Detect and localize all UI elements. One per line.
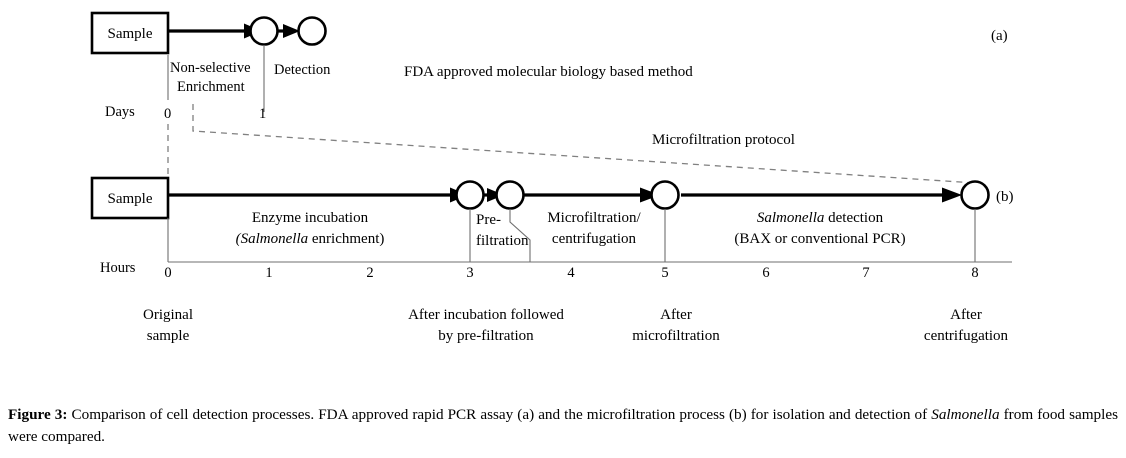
sample-point-3-line1: After [660,307,692,323]
panel-b-axis-tick-3: 3 [466,265,473,281]
panel-a-axis-tick-1: 1 [259,106,266,122]
panel-b-step-1-organism: (Salmonella [236,231,309,247]
panel-b-sample-box-label: Sample [108,191,153,207]
sample-point-4-line1: After [950,307,982,323]
panel-b-node-microfiltration [650,180,680,210]
panel-b-sample-box: Sample [90,176,170,220]
dashed-connector-protocol [192,104,976,184]
panel-a-axis-unit-label: Days [105,104,135,120]
protocol-title: Microfiltration protocol [652,132,795,148]
panel-b-axis-unit-label: Hours [100,260,136,276]
panel-b-step-4-line2: (BAX or conventional PCR) [734,231,905,247]
panel-a-step-2-label: Detection [274,62,331,78]
panel-b-step-3-line2: centrifugation [552,231,637,247]
connector-dashed-lines: Microfiltration protocol [167,104,976,188]
sample-point-4-line2: centrifugation [924,328,1009,344]
panel-b-step-4-line1: Salmonella detection [757,210,884,226]
panel-b-axis-tick-4: 4 [567,265,575,281]
panel-b-axis-tick-0: 0 [164,265,171,281]
panel-a-step-1-label-line2: Enrichment [177,79,245,95]
panel-b-step-1-line2: (Salmonella enrichment) [236,231,385,247]
panel-b-axis-tick-2: 2 [366,265,373,281]
panel-a-sample-box: Sample [90,11,170,55]
figure-caption-text-2: from food samples were compared. [8,406,1119,446]
panel-b-leader-3-6 [509,209,531,262]
process-comparison-diagram: Sample Non-selective Enrichment Detectio… [90,11,1014,344]
sample-point-1-line2: sample [147,328,190,344]
panel-a-axis-tick-0: 0 [164,106,171,122]
panel-b-axis-tick-6: 6 [762,265,769,281]
figure-caption-number: Figure 3: [8,406,68,423]
panel-b-step-2-line2: filtration [476,233,529,249]
panel-b-node-prefiltration-in [455,180,485,210]
panel-a-sample-box-label: Sample [108,26,153,42]
sample-point-2-line2: by pre-filtration [438,328,534,344]
panel-b-step-1-line1: Enzyme incubation [252,210,369,226]
panel-b-group: Sample [90,176,1014,344]
panel-a-letter: (a) [991,28,1008,44]
panel-a-method-title: FDA approved molecular biology based met… [404,64,693,80]
panel-b-axis-tick-5: 5 [661,265,668,281]
figure-caption-text-1: Comparison of cell detection processes. … [67,406,932,423]
arrowhead-icon [283,24,300,38]
panel-b-axis-tick-1: 1 [265,265,272,281]
panel-b-axis-tick-7: 7 [862,265,869,281]
panel-b-axis-tick-8: 8 [971,265,978,281]
panel-a-node-enrichment [249,16,279,46]
panel-b-step-3-line1: Microfiltration/ [547,210,641,226]
arrowhead-icon [942,187,962,203]
arrowhead-icon [640,187,660,203]
panel-b-node-detection [960,180,990,210]
panel-a-step-1-label-line1: Non-selective [170,60,251,76]
panel-b-step-1-line2-rest: enrichment) [308,231,384,247]
sample-point-1-line1: Original [143,307,193,323]
figure-caption-organism: Salmonella [931,406,1000,423]
panel-b-letter: (b) [996,189,1014,205]
panel-a-group: Sample Non-selective Enrichment Detectio… [90,11,1008,122]
panel-a-flow-arrows [168,23,300,39]
panel-b-step-4-organism: Salmonella [757,210,825,226]
panel-b-step-2-line1: Pre- [476,212,501,228]
figure-caption: Figure 3: Comparison of cell detection p… [8,404,1118,448]
panel-b-node-prefiltration-out [495,180,525,210]
panel-a-node-detection [297,16,327,46]
panel-b-flow-arrows [168,187,962,203]
panel-b-step-4-line1-rest: detection [824,210,883,226]
sample-point-3-line2: microfiltration [632,328,720,344]
sample-point-2-line1: After incubation followed [408,307,564,323]
